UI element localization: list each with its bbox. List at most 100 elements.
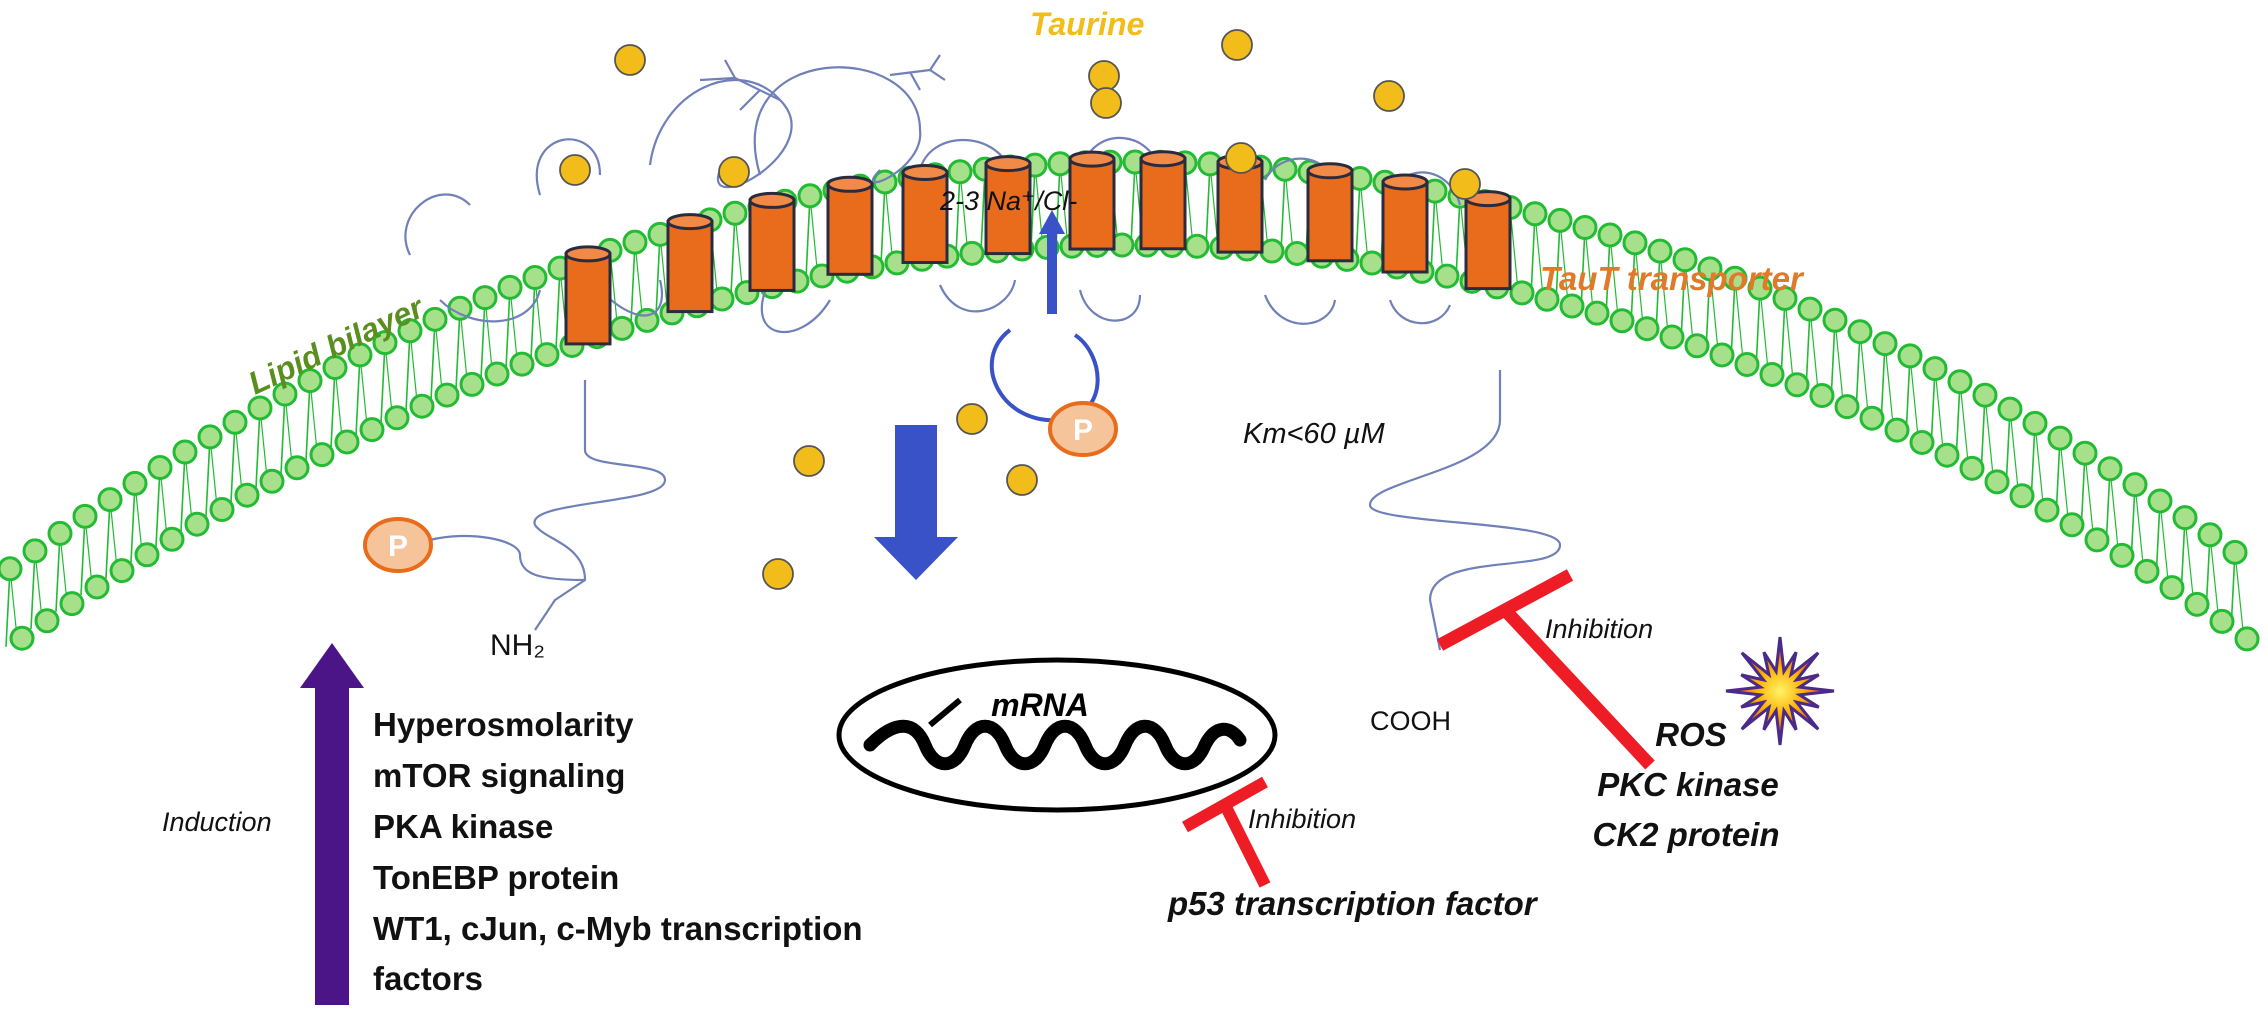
lipid-head-outer	[272, 381, 298, 407]
taurine-molecule	[1090, 87, 1122, 119]
lipid-tail	[630, 242, 636, 325]
inducers-list: Hyperosmolarity mTOR signaling PKA kinas…	[373, 706, 863, 997]
lipid-head-inner	[2134, 558, 2160, 584]
inhibitor-item: ROS	[1655, 716, 1727, 753]
inducer-item: PKA kinase	[373, 808, 553, 845]
lipid-tail	[1034, 165, 1044, 249]
inducer-item: TonEBP protein	[373, 859, 619, 896]
lipid-head-outer	[1972, 382, 1998, 408]
n-terminal-tail	[533, 380, 667, 631]
lipid-head-inner	[1684, 333, 1710, 359]
lipid-head-inner	[234, 482, 260, 508]
transmembrane-helix	[1306, 162, 1354, 263]
lipid-head-outer	[722, 200, 748, 226]
lipid-tail	[1634, 242, 1644, 325]
taurine-molecule	[956, 403, 988, 435]
lipid-head-inner	[34, 608, 60, 634]
lipid-tail	[530, 277, 536, 360]
up-arrow-icon	[300, 643, 364, 1005]
intracellular-loop	[1078, 289, 1142, 322]
lipid-head-outer	[1872, 331, 1898, 357]
lipid-head-inner	[1809, 383, 1835, 409]
lipid-head-outer	[1672, 247, 1698, 273]
lipid-tail	[105, 499, 111, 579]
lipid-tail	[1284, 169, 1294, 253]
lipid-head-inner	[59, 591, 85, 617]
lipid-head-outer	[1647, 238, 1673, 264]
lipid-head-outer	[47, 520, 73, 546]
c-terminal-tail	[1368, 370, 1562, 651]
lipid-head-outer	[1697, 256, 1723, 282]
lipid-head-outer	[297, 368, 323, 394]
lipid-tail	[1430, 191, 1436, 274]
lipid-tail	[1780, 298, 1786, 380]
lipid-head-outer	[147, 454, 173, 480]
lipid-tail	[405, 330, 411, 412]
lipid-tail	[1784, 298, 1794, 380]
lipid-tail	[1680, 259, 1686, 342]
lipid-head-inner	[1434, 263, 1460, 289]
lipid-tail	[1534, 213, 1544, 297]
taurine-molecule	[718, 156, 750, 188]
lipid-tail	[455, 308, 461, 390]
intracellular-loop	[599, 279, 663, 317]
lipid-head-outer	[2172, 505, 2198, 531]
lipid-head-outer	[422, 306, 448, 332]
lipid-tail	[1609, 234, 1619, 318]
lipid-tail	[555, 268, 561, 350]
km-label: Km<60 µM	[1243, 418, 1385, 450]
extracellular-loop	[404, 193, 471, 256]
lipid-tail	[1655, 251, 1661, 334]
taurine-molecule	[1225, 142, 1257, 174]
lipid-tail	[1205, 163, 1211, 247]
lipid-head-outer	[1947, 369, 1973, 395]
lipid-head-outer	[1522, 201, 1548, 227]
sodium-chloride-arrow-icon	[1039, 210, 1065, 314]
lipid-tail	[2034, 423, 2044, 504]
lipid-head-inner	[109, 558, 135, 584]
taut-transporter-label: TauT transporter	[1540, 260, 1805, 297]
lipid-head-inner	[259, 468, 285, 494]
lipid-head-inner	[1184, 233, 1210, 259]
lipid-tail	[1984, 395, 1994, 476]
taurine-molecule	[793, 445, 825, 477]
lipid-head-inner	[384, 405, 410, 431]
lipid-tail	[2209, 534, 2219, 614]
lipid-tail	[2109, 468, 2119, 548]
lipid-tail	[1059, 163, 1069, 247]
lipid-tail	[280, 394, 286, 475]
lipid-head-outer	[2022, 410, 2048, 436]
lipid-head-inner	[509, 351, 535, 377]
lipid-head-inner	[2009, 483, 2035, 509]
lipid-head-inner	[459, 371, 485, 397]
lipid-head-outer	[1597, 222, 1623, 248]
phospho-site-intracellular-loop: P	[1048, 401, 1118, 457]
taurine-molecules	[559, 29, 1481, 590]
lipid-tail	[1630, 242, 1636, 325]
mrna-label: mRNA	[991, 687, 1089, 723]
inducer-item: WT1, cJun, c-Myb transcription	[373, 910, 863, 947]
lipid-tail	[1584, 227, 1594, 310]
lipid-head-outer	[122, 470, 148, 496]
phospho-site-n-terminus: P	[363, 517, 433, 573]
lipid-tail	[355, 354, 361, 436]
lipid-head-outer	[397, 318, 423, 344]
lipid-head-inner	[959, 240, 985, 266]
lipid-head-outer	[1772, 285, 1798, 311]
transmembrane-helix	[748, 191, 796, 292]
lipid-tail	[330, 367, 336, 449]
lipid-tail	[130, 483, 136, 563]
lipid-tail	[1884, 343, 1894, 425]
lipid-head-inner	[2209, 608, 2235, 634]
lipid-head-inner	[534, 342, 560, 368]
lipid-head-inner	[2084, 527, 2110, 553]
lipid-head-outer	[1897, 343, 1923, 369]
lipid-head-outer	[1847, 319, 1873, 345]
lipid-head-inner	[159, 526, 185, 552]
amino-terminus-label: NH₂	[490, 629, 545, 662]
lipid-head-inner	[1834, 394, 1860, 420]
lipid-head-outer	[22, 538, 48, 564]
lipid-tail	[1834, 320, 1844, 402]
lipid-head-inner	[1909, 429, 1935, 455]
lipid-head-inner	[1784, 372, 1810, 398]
